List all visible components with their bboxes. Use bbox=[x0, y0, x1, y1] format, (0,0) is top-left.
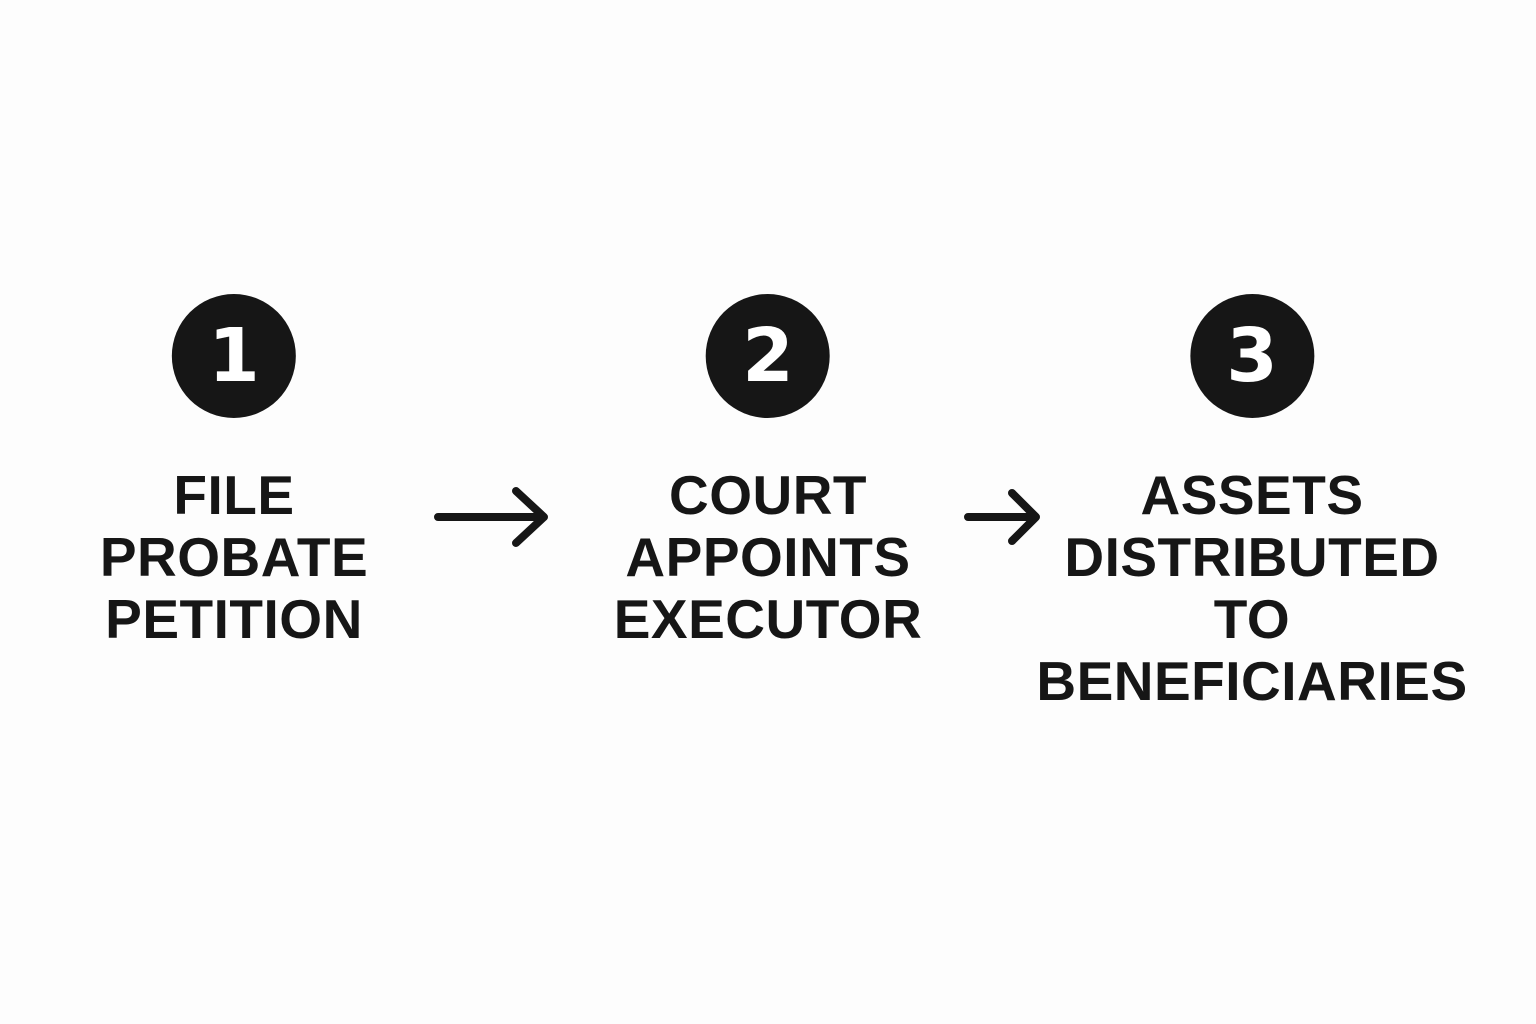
step-label-line: EXECUTOR bbox=[613, 588, 923, 650]
step-label-line: COURT bbox=[668, 464, 868, 526]
step-label-line: FILE bbox=[173, 464, 295, 526]
step-label-line: PROBATE bbox=[99, 526, 369, 588]
step-number-badge: 2 bbox=[705, 294, 830, 418]
step-label: ASSETS DISTRIBUTED TO BENEFICIARIES bbox=[1036, 464, 1467, 712]
step-number: 2 bbox=[742, 313, 794, 399]
step-label: FILE PROBATE PETITION bbox=[100, 464, 368, 650]
step-label-line: BENEFICIARIES bbox=[1036, 650, 1468, 712]
step-number: 3 bbox=[1226, 313, 1278, 399]
step-label-line: ASSETS bbox=[1140, 464, 1364, 526]
step-label-line: TO bbox=[1213, 588, 1291, 650]
step-label-line: PETITION bbox=[105, 588, 363, 650]
right-arrow-icon bbox=[434, 487, 548, 547]
step-number: 1 bbox=[208, 313, 260, 399]
step-label-line: DISTRIBUTED bbox=[1064, 526, 1440, 588]
step-3: 3 ASSETS DISTRIBUTED TO BENEFICIARIES bbox=[1036, 294, 1467, 712]
step-number-badge: 3 bbox=[1190, 294, 1314, 418]
step-label-line: APPOINTS bbox=[625, 526, 911, 588]
step-label: COURT APPOINTS EXECUTOR bbox=[614, 464, 923, 650]
right-arrow-icon bbox=[964, 489, 1040, 545]
step-1: 1 FILE PROBATE PETITION bbox=[100, 294, 368, 650]
step-2: 2 COURT APPOINTS EXECUTOR bbox=[614, 294, 923, 650]
step-number-badge: 1 bbox=[171, 294, 296, 418]
